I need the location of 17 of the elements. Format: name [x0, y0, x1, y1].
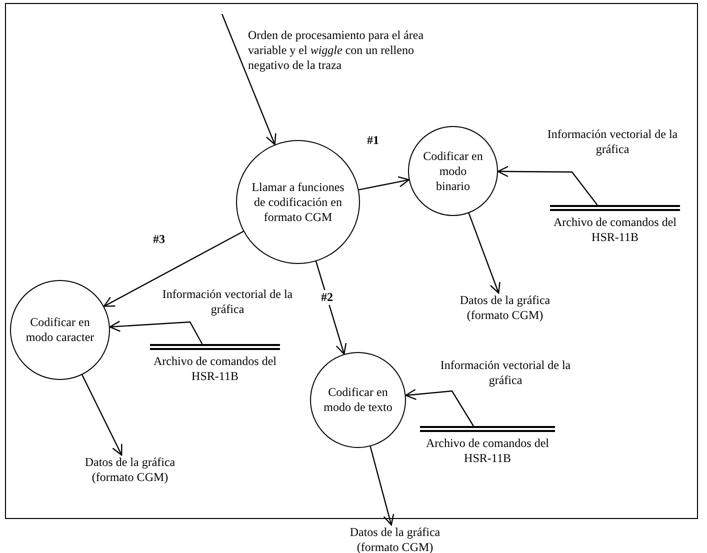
arrow: [405, 388, 474, 426]
arrow: [109, 320, 203, 344]
edge-label: Información vectorial de la gráfica: [545, 127, 680, 157]
arrow: [468, 212, 500, 294]
arrow: [370, 446, 394, 526]
output-label: Datos de la gráfica (formato CGM): [65, 455, 195, 489]
arrow: [103, 230, 244, 307]
arrow: [82, 374, 122, 456]
output-label: Datos de la gráfica (formato CGM): [440, 293, 570, 327]
arrow: [221, 14, 276, 146]
edge-label: Información vectorial de la gráfica: [160, 287, 295, 317]
store-label: Archivo de comandos del HSR-11B: [552, 215, 678, 245]
store-label: Archivo de comandos del HSR-11B: [152, 354, 278, 384]
edge-label: Información vectorial de la gráfica: [438, 358, 573, 388]
arrow: [358, 176, 410, 190]
store-label: Archivo de comandos del HSR-11B: [425, 436, 550, 466]
arrow: [497, 166, 598, 206]
